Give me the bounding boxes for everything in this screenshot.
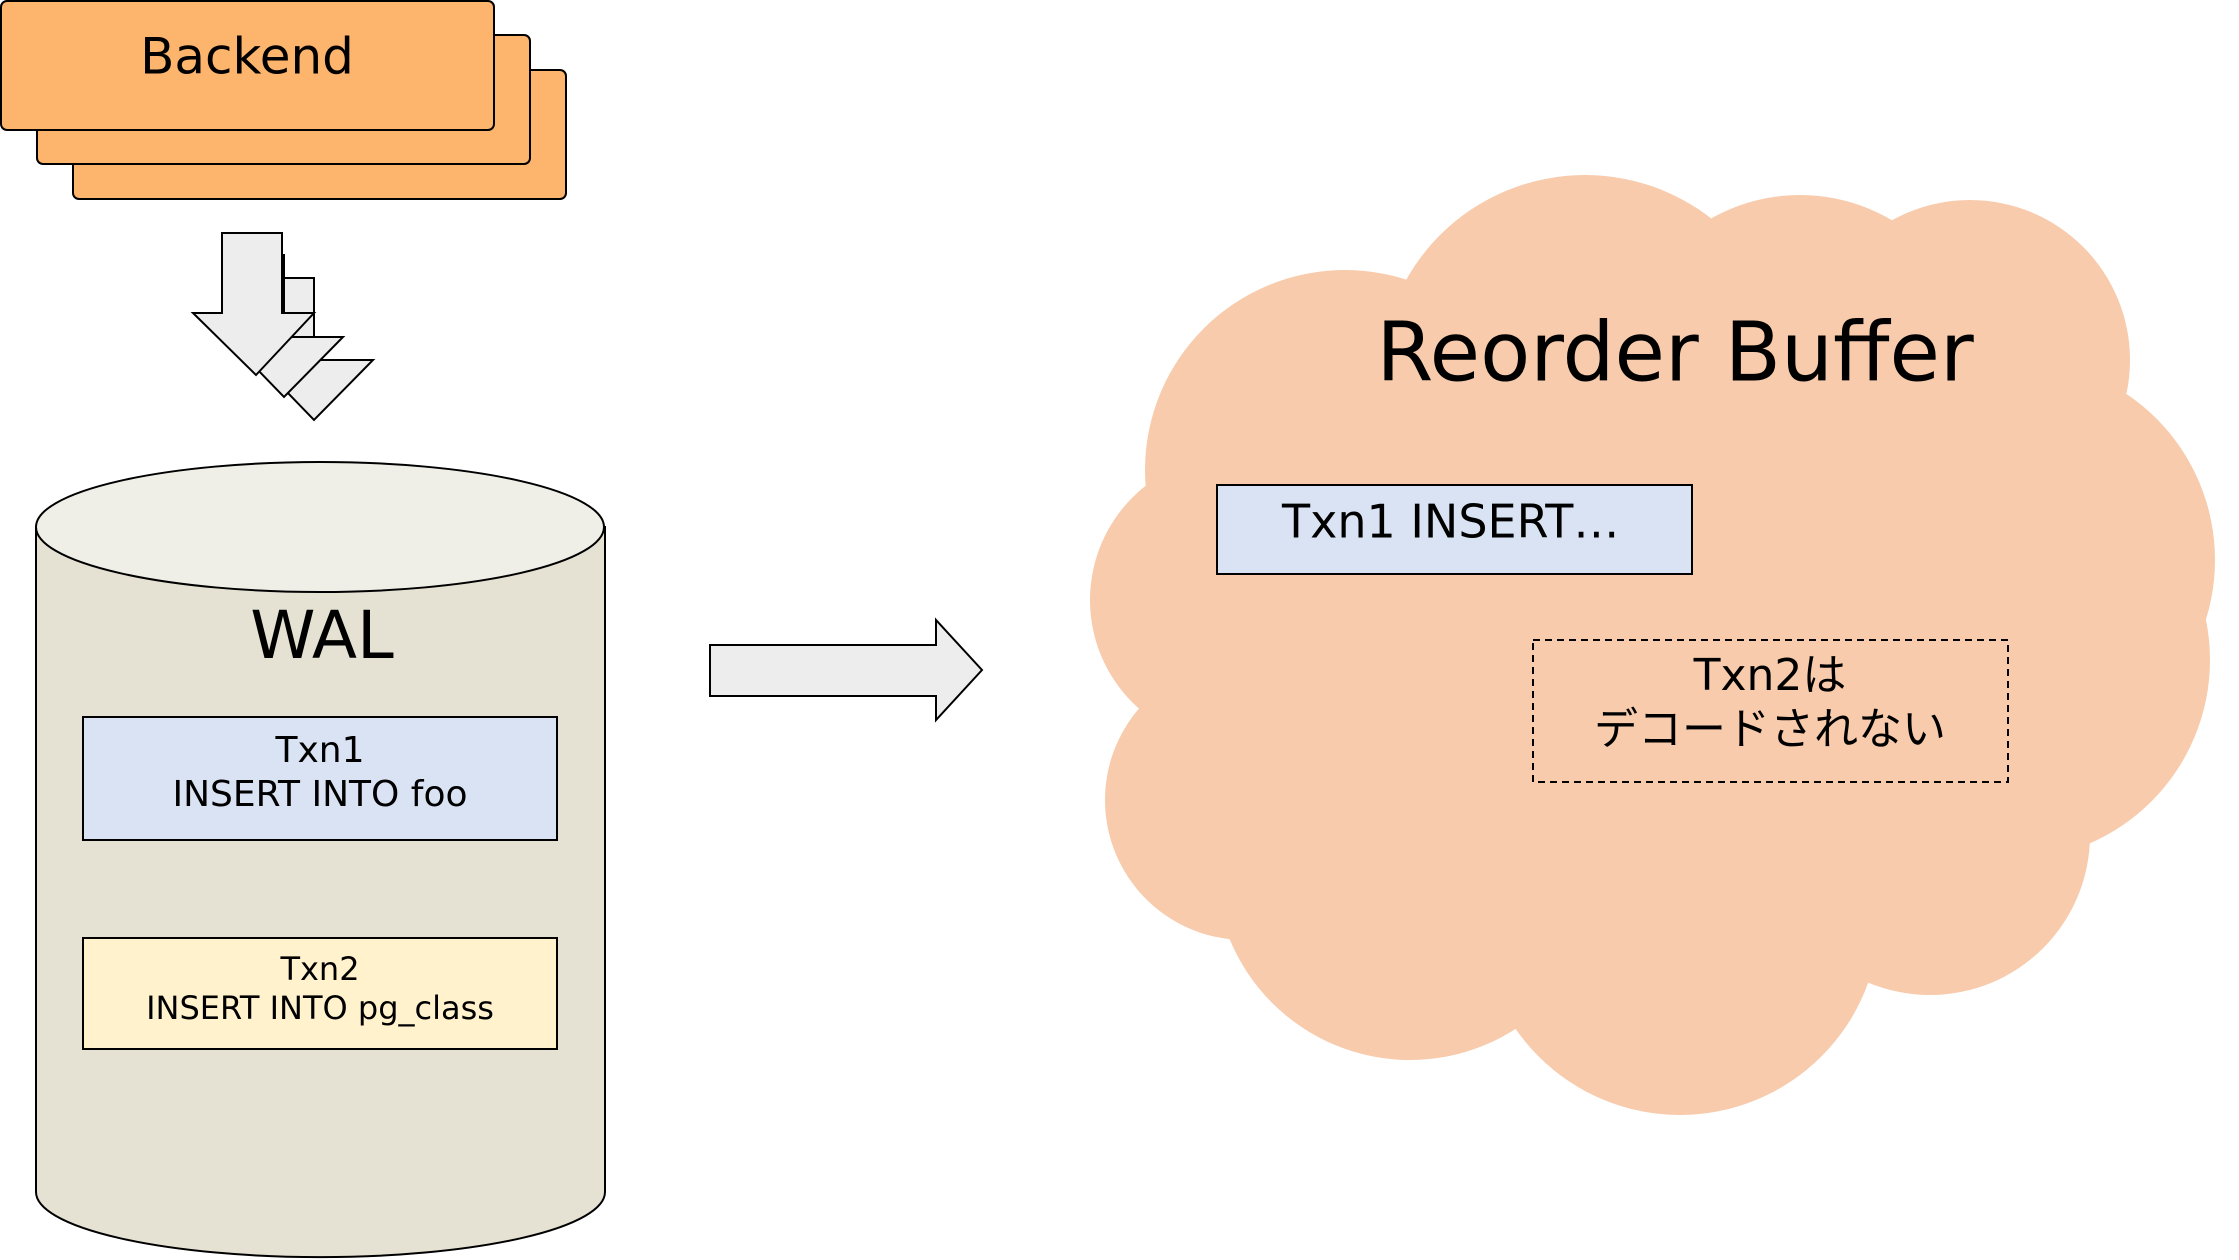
wal-entry-txn2-box — [82, 937, 558, 1050]
backend-box-front — [0, 0, 495, 131]
wal-label: WAL — [250, 597, 394, 674]
wal-cylinder-body — [35, 526, 606, 1259]
wal-entry-txn1-box — [82, 716, 558, 841]
wal-entry-txn1-line1: Txn1 — [274, 730, 364, 771]
backend-label: Backend — [140, 28, 354, 86]
cloud-lobe — [1230, 390, 2070, 910]
wal-entry-txn1-line2: INSERT INTO foo — [172, 774, 467, 815]
reorder-buffer-cloud — [1090, 175, 2215, 1115]
wal-entry-txn2-line1: Txn2 — [279, 950, 359, 988]
reorder-txn2-note-box — [1532, 639, 2009, 783]
wal-entry-txn1: Txn1 INSERT INTO foo — [82, 716, 558, 841]
reorder-txn2-note: Txn2は デコードされない — [1532, 639, 2009, 783]
reorder-txn1-box — [1216, 484, 1693, 575]
reorder-txn2-note-line2: デコードされない — [1594, 704, 1946, 755]
right-arrow — [709, 617, 984, 723]
wal-cylinder-top — [35, 461, 605, 593]
down-arrows-stack — [190, 232, 376, 422]
down-arrow-front — [190, 232, 317, 377]
wal-entry-txn2-line2: INSERT INTO pg_class — [146, 989, 494, 1027]
backend-stack: Backend — [0, 0, 567, 200]
wal-cylinder: WAL Txn1 INSERT INTO foo Txn2 INSERT INT… — [35, 461, 606, 1259]
wal-entry-txn2: Txn2 INSERT INTO pg_class — [82, 937, 558, 1050]
reorder-txn1-entry: Txn1 INSERT… — [1216, 484, 1693, 575]
reorder-buffer-title: Reorder Buffer — [1376, 305, 1974, 400]
reorder-txn2-note-line1: Txn2は — [1693, 650, 1847, 701]
reorder-txn1-label: Txn1 INSERT… — [1281, 495, 1619, 549]
